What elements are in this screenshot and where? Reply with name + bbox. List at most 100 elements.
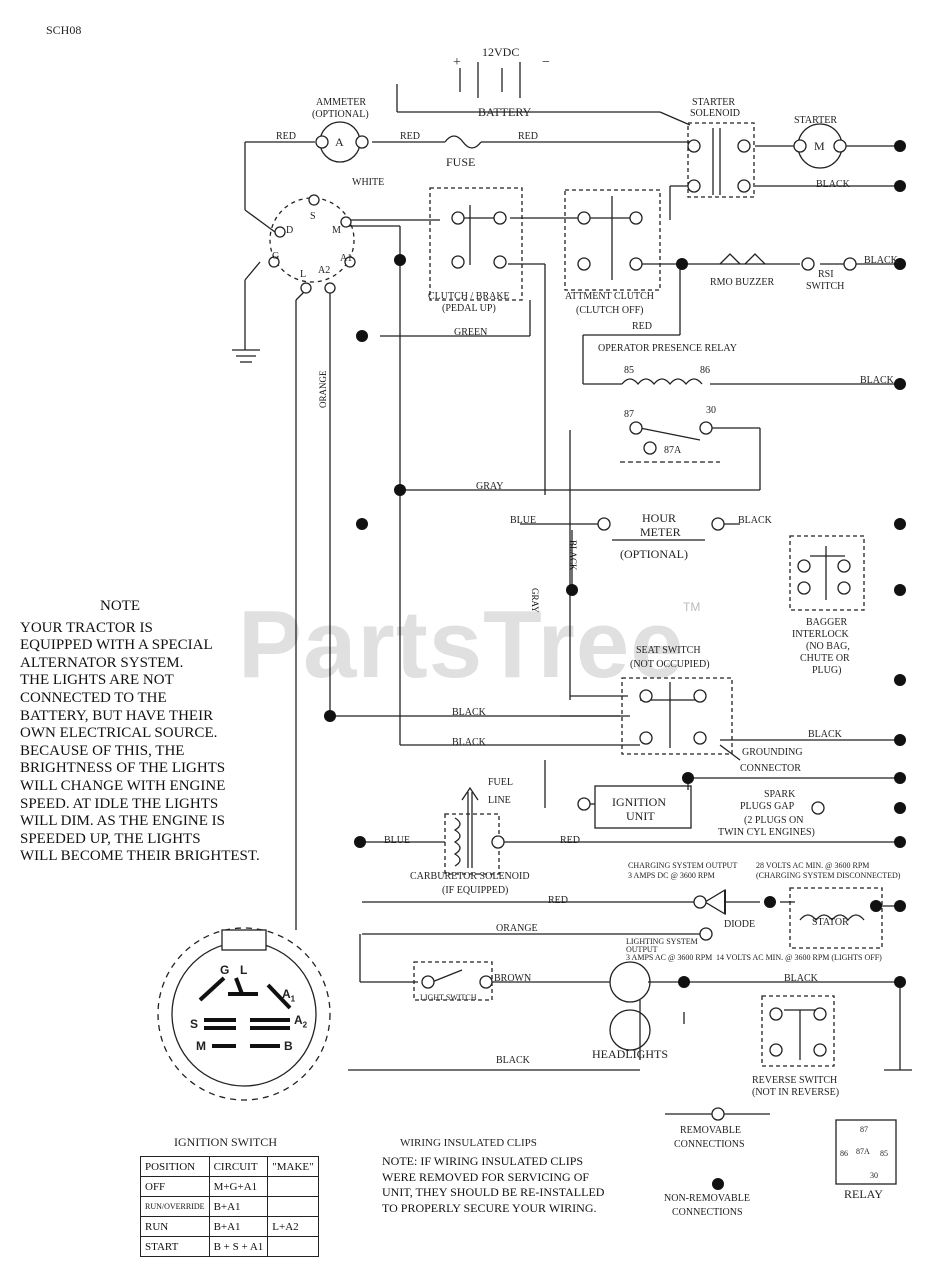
wire-gray-2: GRAY bbox=[530, 588, 540, 613]
clips-line: UNIT, THEY SHOULD BE RE-INSTALLED bbox=[382, 1185, 605, 1199]
lighting-output-label: LIGHTING SYSTEM bbox=[626, 937, 698, 946]
lights-volts-label: 14 VOLTS AC MIN. @ 3600 RPM (LIGHTS OFF) bbox=[716, 953, 882, 962]
wire-red-6: RED bbox=[548, 895, 568, 906]
wire-brown: BROWN bbox=[494, 973, 532, 984]
table-header: CIRCUIT bbox=[208, 1156, 269, 1177]
page-code: SCH08 bbox=[46, 23, 82, 37]
wire-red-3: RED bbox=[518, 131, 538, 142]
wire-orange-2: ORANGE bbox=[496, 923, 538, 934]
table-row: RUN/OVERRIDE B+A1 bbox=[140, 1196, 319, 1217]
wire-black-4: BLACK bbox=[738, 515, 772, 526]
clips-line: TO PROPERLY SECURE YOUR WIRING. bbox=[382, 1200, 597, 1215]
fuel-line-label-2: LINE bbox=[488, 795, 511, 806]
relay-label: RELAY bbox=[844, 1187, 883, 1201]
relay-pin-87: 87 bbox=[624, 409, 634, 420]
wire-black-2: BLACK bbox=[864, 255, 898, 266]
lighting-output-label-3: 3 AMPS AC @ 3600 RPM bbox=[626, 953, 713, 962]
starter-solenoid-label-2: SOLENOID bbox=[690, 108, 740, 119]
big-term-m: M bbox=[196, 1039, 206, 1053]
removable-label: REMOVABLE bbox=[680, 1125, 741, 1136]
big-term-b: B bbox=[284, 1039, 293, 1053]
wire-black-1: BLACK bbox=[816, 179, 850, 190]
hour-meter-optional: (OPTIONAL) bbox=[620, 547, 688, 561]
battery-minus: − bbox=[542, 55, 550, 70]
wire-black-9: BLACK bbox=[496, 1055, 530, 1066]
volts-ac-label: 28 VOLTS AC MIN. @ 3600 RPM bbox=[756, 861, 870, 870]
table-header: POSITION bbox=[140, 1156, 210, 1177]
big-term-g: G bbox=[220, 963, 230, 977]
relay-pin-30: 30 bbox=[706, 405, 716, 416]
note-line: BRIGHTNESS OF THE LIGHTS bbox=[20, 760, 226, 777]
headlights-label: HEADLIGHTS bbox=[592, 1047, 668, 1061]
ammeter-optional: (OPTIONAL) bbox=[312, 109, 369, 120]
term-d: D bbox=[286, 225, 294, 236]
wire-gray-1: GRAY bbox=[476, 481, 504, 492]
rsi-switch-label: RSI bbox=[818, 269, 834, 280]
term-l: L bbox=[300, 269, 307, 280]
rsi-switch-label-2: SWITCH bbox=[806, 281, 845, 292]
spark-label-2: PLUGS GAP bbox=[740, 801, 795, 812]
ammeter-symbol: A bbox=[335, 135, 344, 149]
fuel-line-label: FUEL bbox=[488, 777, 513, 788]
watermark: PartsTree bbox=[238, 591, 685, 698]
wire-red-5: RED bbox=[560, 835, 580, 846]
wire-blue-2: BLUE bbox=[384, 835, 411, 846]
note-heading: NOTE bbox=[100, 598, 140, 614]
table-cell: B+A1 bbox=[208, 1216, 269, 1237]
starter-label: STARTER bbox=[794, 115, 838, 126]
bagger-label-3: (NO BAG, bbox=[806, 641, 850, 652]
term-m: M bbox=[332, 225, 341, 236]
battery-plus: + bbox=[453, 55, 461, 70]
carb-solenoid-label: CARBURETOR SOLENOID bbox=[410, 871, 530, 882]
wire-red-2: RED bbox=[400, 131, 420, 142]
wire-black-7: BLACK bbox=[808, 729, 842, 740]
clips-line: WERE REMOVED FOR SERVICING OF bbox=[382, 1169, 590, 1184]
wire-green: GREEN bbox=[454, 327, 488, 338]
grounding-connector-label: GROUNDING bbox=[742, 747, 803, 758]
wire-red-1: RED bbox=[276, 131, 296, 142]
battery-label: BATTERY bbox=[478, 105, 532, 119]
table-cell: RUN/OVERRIDE bbox=[140, 1196, 210, 1217]
nonremovable-label: NON-REMOVABLE bbox=[664, 1193, 750, 1204]
ignition-position-table: POSITION CIRCUIT "MAKE" OFF M+G+A1 RUN/O… bbox=[140, 1156, 319, 1257]
note-line: SPEED. AT IDLE THE LIGHTS bbox=[20, 795, 219, 812]
ammeter-label: AMMETER bbox=[316, 97, 366, 108]
note-block: NOTE YOUR TRACTOR IS EQUIPPED WITH A SPE… bbox=[20, 598, 290, 866]
removable-label-2: CONNECTIONS bbox=[674, 1139, 745, 1150]
bagger-label: BAGGER bbox=[806, 617, 848, 628]
seat-switch-label: SEAT SWITCH bbox=[636, 645, 701, 656]
table-cell: OFF bbox=[140, 1176, 210, 1197]
big-term-l: L bbox=[240, 963, 248, 977]
fuse-label: FUSE bbox=[446, 155, 476, 169]
table-cell: B+A1 bbox=[208, 1196, 269, 1217]
ignition-unit-label: IGNITION bbox=[612, 795, 666, 809]
ignition-unit-label-2: UNIT bbox=[626, 809, 655, 823]
term-g: G bbox=[272, 251, 280, 262]
starter-symbol: M bbox=[814, 139, 825, 153]
operator-presence-relay-label: OPERATOR PRESENCE RELAY bbox=[598, 343, 737, 354]
clips-title: WIRING INSULATED CLIPS bbox=[400, 1137, 537, 1149]
table-cell: B + S + A1 bbox=[208, 1236, 269, 1257]
stator-label: STATOR bbox=[812, 917, 849, 928]
note-line: BECAUSE OF THIS, THE bbox=[20, 742, 185, 759]
term-a1: A1 bbox=[340, 253, 353, 264]
table-cell: L+A2 bbox=[267, 1216, 319, 1237]
ignition-switch-title: IGNITION SWITCH bbox=[174, 1135, 277, 1149]
big-term-s: S bbox=[190, 1017, 199, 1031]
clips-line: NOTE: IF WIRING INSULATED CLIPS bbox=[382, 1154, 584, 1168]
hour-meter-label-2: METER bbox=[640, 525, 681, 539]
reverse-switch-label-2: (NOT IN REVERSE) bbox=[752, 1087, 840, 1098]
note-line: BATTERY, BUT HAVE THEIR bbox=[20, 707, 214, 724]
wire-black-8: BLACK bbox=[784, 973, 818, 984]
reverse-switch-label: REVERSE SWITCH bbox=[752, 1075, 838, 1086]
starter-solenoid-label: STARTER bbox=[692, 97, 736, 108]
bagger-label-4: CHUTE OR bbox=[800, 653, 850, 664]
lighting-output-label-2: OUTPUT bbox=[626, 945, 658, 954]
relay-pin-86: 86 bbox=[700, 365, 710, 376]
relay-pin-85: 85 bbox=[624, 365, 634, 376]
note-line: WILL BECOME THEIR BRIGHTEST. bbox=[20, 848, 260, 865]
bagger-label-5: PLUG) bbox=[812, 665, 842, 676]
note-line: THE LIGHTS ARE NOT bbox=[20, 672, 174, 689]
term-a2: A2 bbox=[318, 265, 331, 276]
